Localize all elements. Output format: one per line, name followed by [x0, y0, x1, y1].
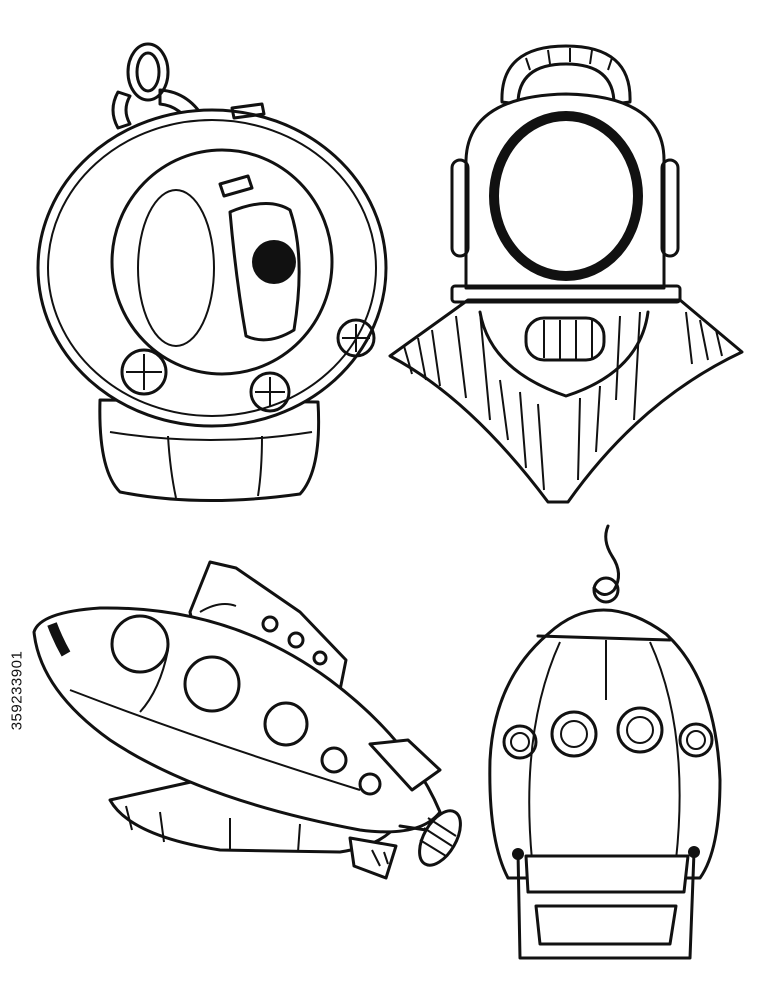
bell-porthole-dark: [252, 240, 296, 284]
capsule-porthole: [616, 706, 664, 754]
capsule-skid: [516, 850, 696, 960]
bell-lifting-ring: [126, 42, 170, 102]
helmet-handle: [500, 44, 632, 106]
helmet-grille: [524, 316, 606, 362]
stock-image-id-text: 359233901: [8, 650, 26, 730]
submarine-porthole: [358, 772, 382, 796]
helmet-faceplate: [489, 111, 643, 281]
bell-side-port: [249, 371, 291, 413]
submarine-propeller: [398, 809, 462, 867]
submarine-fin: [348, 836, 398, 880]
capsule-porthole: [678, 722, 714, 758]
capsule-porthole: [550, 710, 598, 758]
helmet-collar: [388, 298, 744, 504]
bell-side-port: [120, 348, 168, 396]
diving-bell: [36, 42, 388, 502]
diving-helmet: [388, 44, 744, 504]
bell-window: [110, 148, 334, 376]
capsule-body: [488, 608, 722, 880]
bathysphere-capsule: [488, 524, 722, 960]
bell-sphere: [36, 108, 388, 428]
capsule-porthole: [502, 724, 538, 760]
submarine-hull: [32, 606, 442, 834]
capsule-hook: [592, 524, 620, 596]
submarine-porthole: [110, 614, 170, 674]
stock-image-id: 359233901: [6, 500, 28, 880]
submarine-porthole: [183, 655, 241, 713]
bell-base: [98, 398, 321, 502]
submarine: [32, 560, 462, 880]
submarine-fin: [368, 738, 442, 792]
submarine-porthole: [320, 746, 348, 774]
submarine-porthole: [263, 701, 309, 747]
bell-side-port: [336, 318, 376, 358]
